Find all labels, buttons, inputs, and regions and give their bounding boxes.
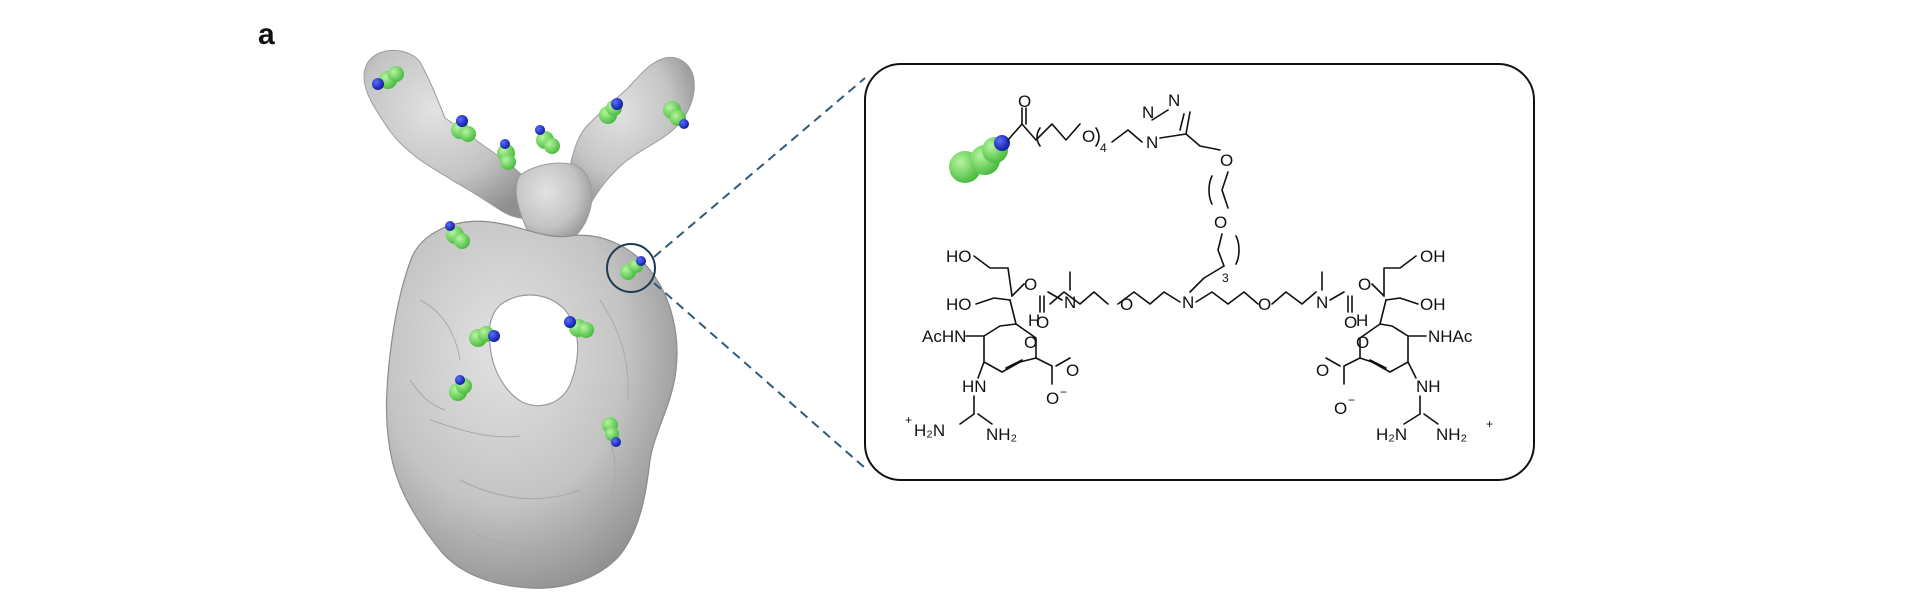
subscript-peg-count: 4 — [1100, 141, 1107, 155]
ligand-8-highlighted — [620, 256, 646, 280]
subscript-chain-count: 3 — [1222, 271, 1229, 285]
zoom-connectors — [653, 77, 866, 469]
ligand-9 — [469, 326, 500, 347]
ligand-6 — [663, 101, 689, 129]
ligand-2 — [451, 115, 476, 142]
charge-minus-right: − — [1348, 393, 1355, 407]
right-zanamivir-unit: OH OH H NHAc O O O − NH H₂N NH₂ + — [1316, 247, 1493, 444]
atom-o-minus-left: O — [1046, 389, 1059, 408]
central-spine: N O N O O O N O O — [1011, 271, 1385, 332]
label-h-right: H — [1356, 311, 1368, 330]
label-oh-mid-right: OH — [1420, 295, 1446, 314]
atom-o-chain-left: O — [1120, 295, 1133, 314]
atom-o-ring-left: O — [1024, 333, 1037, 352]
inset-box — [864, 63, 1535, 481]
atom-o-chain-right: O — [1258, 295, 1271, 314]
label-achn: AcHN — [922, 327, 966, 346]
ligand-11 — [449, 375, 472, 401]
ligand-5 — [599, 98, 623, 124]
ligand-3 — [497, 139, 516, 170]
atom-o-carb-left-co: O — [1036, 313, 1049, 332]
label-h2n-right: H₂N — [1376, 425, 1407, 444]
charge-minus-left: − — [1060, 385, 1067, 399]
ligand-markers — [372, 66, 689, 447]
atom-n-carbamate-right: N — [1316, 293, 1328, 312]
top-linker: O O 4 N N N O O 3 — [1007, 91, 1240, 293]
label-h2n-left: H₂N — [914, 421, 945, 440]
left-zanamivir-unit: HO HO H AcHN O O O − HN + H₂N NH₂ — [905, 247, 1079, 444]
protein-surface — [363, 49, 695, 589]
panel-label: a — [258, 18, 275, 51]
label-ho-mid-left: HO — [946, 295, 972, 314]
ligand-12 — [602, 417, 621, 447]
atom-n-central: N — [1182, 293, 1194, 312]
atom-o-carb-left-ester: O — [1024, 275, 1037, 294]
label-nh-right: NH — [1416, 377, 1441, 396]
atom-o-carbonyl: O — [1018, 92, 1031, 111]
label-h-left: H — [1028, 311, 1040, 330]
charge-plus-right: + — [1486, 417, 1493, 431]
atom-o-ether: O — [1082, 127, 1095, 146]
atom-o-acid-right: O — [1316, 361, 1329, 380]
atom-triazole-n3: N — [1168, 91, 1180, 110]
inset-ligand-icon — [949, 135, 1010, 183]
atom-o-linker-b: O — [1214, 213, 1227, 232]
ligand-7 — [445, 221, 470, 249]
charge-plus-left: + — [905, 413, 912, 427]
atom-n-carbamate-left: N — [1064, 293, 1076, 312]
label-oh-top-right: OH — [1420, 247, 1446, 266]
atom-o-carb-right-co: O — [1344, 313, 1357, 332]
ligand-4 — [535, 125, 560, 154]
atom-o-acid-left: O — [1066, 361, 1079, 380]
label-hn-left: HN — [962, 377, 987, 396]
atom-triazole-n1: N — [1146, 133, 1158, 152]
label-nhac: NHAc — [1428, 327, 1473, 346]
atom-o-minus-right: O — [1334, 399, 1347, 418]
ligand-1 — [372, 66, 404, 90]
atom-triazole-n2: N — [1142, 103, 1154, 122]
label-nh2-left: NH₂ — [986, 425, 1017, 444]
ligand-10 — [564, 316, 594, 338]
label-ho-top-left: HO — [946, 247, 972, 266]
highlight-circle — [606, 243, 656, 293]
atom-o-linker-a: O — [1220, 151, 1233, 170]
label-nh2-right: NH₂ — [1436, 425, 1467, 444]
atom-o-carb-right-ester: O — [1358, 275, 1371, 294]
atom-o-ring-right: O — [1356, 333, 1369, 352]
